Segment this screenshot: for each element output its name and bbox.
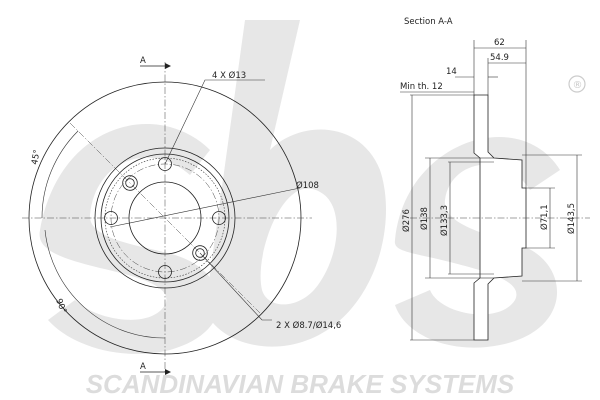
bolt-hole [158, 157, 172, 171]
bolt-holes [104, 157, 226, 279]
section-title: Section A-A [404, 17, 453, 27]
section-arrow-top [165, 63, 171, 69]
sbs-watermark-logo [39, 20, 560, 354]
extra-holes [122, 175, 208, 261]
dim-71-label: Ø71,1 [539, 204, 550, 230]
extra-hole-outer [122, 175, 138, 191]
dim-276-label: Ø276 [401, 209, 412, 232]
extra-holes-label: 2 X Ø8.7/Ø14,6 [276, 320, 341, 331]
dim-62-label: 62 [494, 38, 505, 48]
extra-holes-leader [199, 252, 272, 321]
dim-143-label: Ø143,5 [566, 203, 577, 234]
section-arrow-bottom [165, 369, 171, 375]
front-view [22, 62, 312, 375]
angle-90-arc [44, 229, 166, 339]
angle-45-label: 45° [30, 149, 42, 166]
min-thickness-label: Min th. 12 [400, 82, 443, 92]
dim-54-label: 54.9 [490, 53, 509, 63]
bolt-hole [104, 211, 118, 225]
bolt-hole [212, 211, 226, 225]
bolt-holes-leader [164, 79, 265, 165]
dim-14-label: 14 [446, 67, 457, 77]
dim-133-label: Ø133,3 [439, 205, 450, 236]
pitch-leader [109, 187, 301, 228]
bolt-holes-label: 4 X Ø13 [212, 70, 246, 81]
brand-text: SCANDINAVIAN BRAKE SYSTEMS [86, 369, 515, 399]
section-marker-top: A [140, 56, 146, 66]
pitch-diameter-label: Ø108 [296, 180, 319, 191]
extra-hole-inner [125, 178, 135, 188]
bolt-hole [158, 265, 172, 279]
section-marker-bottom: A [140, 362, 146, 372]
extra-hole-inner [195, 248, 205, 258]
section-view [400, 40, 590, 341]
diagonal-centerline [69, 122, 261, 314]
angle-45-arc [41, 130, 79, 219]
dim-138-label: Ø138 [419, 207, 430, 230]
trademark-mark: ® [568, 75, 586, 93]
extra-hole-outer [192, 245, 208, 261]
trademark-letter: ® [573, 80, 583, 91]
